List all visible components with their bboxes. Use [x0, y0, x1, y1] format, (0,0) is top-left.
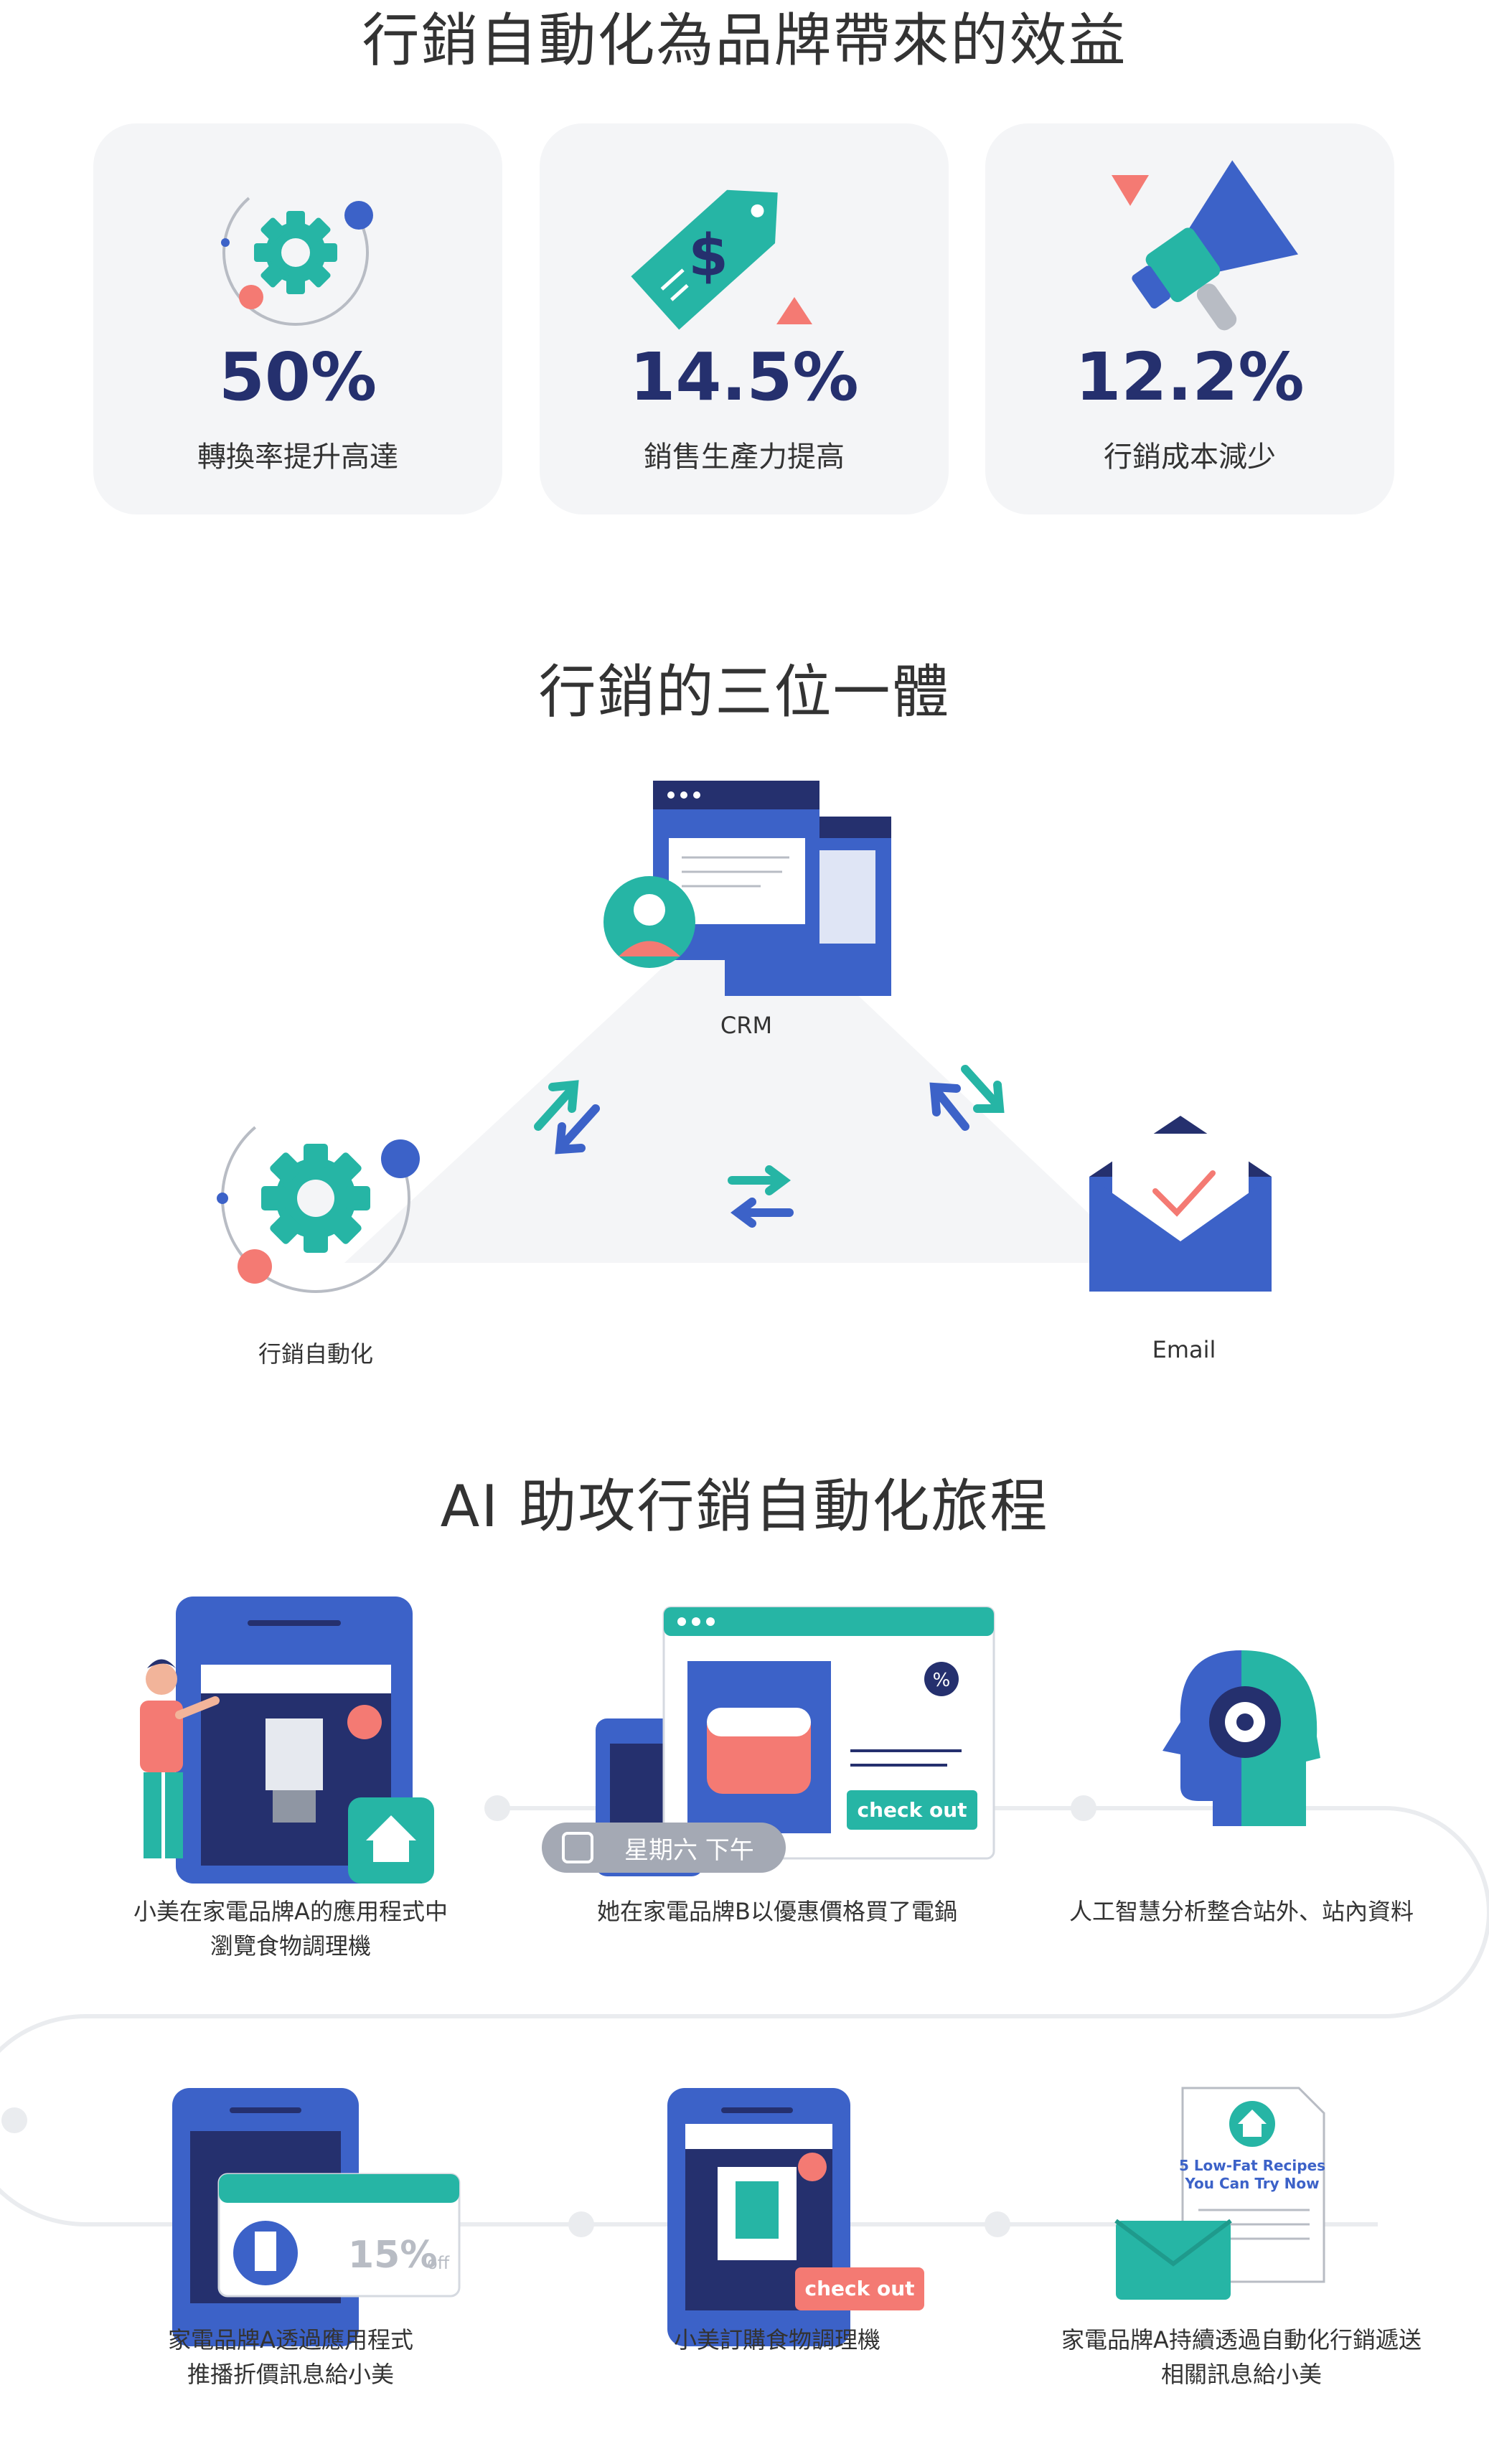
benefit-card-productivity: $ 14.5% 銷售生產力提高	[540, 123, 949, 514]
automation-gear-icon	[217, 1104, 420, 1293]
cost-label: 行銷成本減少	[1104, 441, 1276, 474]
conversion-label: 轉換率提升高達	[197, 441, 398, 474]
journey-title: AI 助攻行銷自動化旅程	[440, 1473, 1049, 1540]
benefit-card-cost: 12.2% 行銷成本減少	[985, 123, 1394, 514]
recipe-line1: 5 Low-Fat Recipes	[1179, 2157, 1325, 2174]
crm-icon	[603, 781, 891, 996]
megaphone-icon	[1112, 160, 1298, 331]
discount-push-illustration: 15% off	[172, 2088, 461, 2346]
crm-label: CRM	[720, 1012, 773, 1039]
productivity-stat: 14.5%	[629, 339, 859, 415]
recipe-line2: You Can Try Now	[1184, 2175, 1319, 2192]
journey-illustration: % check out 星期六 下午 15% off	[0, 1597, 1489, 2346]
cost-stat: 12.2%	[1075, 339, 1305, 415]
triad-diagram	[217, 781, 1272, 1293]
benefit-card-conversion: 50% 轉換率提升高達	[93, 123, 502, 514]
gear-orbit-icon	[221, 179, 373, 326]
calendar-pill-text: 星期六 下午	[624, 1836, 754, 1865]
journey-step-6-label: 家電品牌A持續透過自動化行銷遞送 相關訊息給小美	[1061, 2326, 1422, 2388]
productivity-label: 銷售生產力提高	[644, 441, 845, 474]
swap-arrows-left	[534, 1080, 600, 1155]
checkout-button-shop: check out	[857, 1798, 967, 1822]
recipe-email-illustration: 5 Low-Fat Recipes You Can Try Now	[1114, 2087, 1325, 2300]
price-tag-icon: $	[631, 189, 812, 330]
checkout-button-order: check out	[804, 2277, 914, 2300]
journey-step-5-label: 小美訂購食物調理機	[673, 2326, 880, 2354]
swap-arrows-right	[929, 1065, 1005, 1131]
email-label: Email	[1152, 1336, 1216, 1363]
journey-step-3-label: 人工智慧分析整合站外、站內資料	[1068, 1898, 1414, 1925]
triad-title: 行銷的三位一體	[538, 659, 951, 725]
checkout-phone-illustration: check out	[667, 2088, 924, 2346]
email-envelope-icon	[1089, 1116, 1272, 1292]
journey-step-1-label: 小美在家電品牌A的應用程式中 瀏覽食物調理機	[133, 1898, 448, 1960]
swap-arrows-bottom	[728, 1165, 794, 1228]
rice-cooker-shop-illustration: % check out 星期六 下午	[542, 1606, 995, 1876]
ai-head-illustration	[1162, 1650, 1320, 1826]
discount-suffix: off	[427, 2253, 450, 2273]
svg-text:$: $	[688, 222, 728, 288]
automation-label: 行銷自動化	[258, 1340, 373, 1368]
journey-step-4-label: 家電品牌A透過應用程式 推播折價訊息給小美	[168, 2326, 413, 2388]
journey-step-2-label: 她在家電品牌B以優惠價格買了電鍋	[597, 1898, 957, 1925]
discount-value: 15%	[348, 2234, 437, 2277]
benefits-title: 行銷自動化為品牌帶來的效益	[362, 7, 1127, 74]
app-browsing-illustration	[140, 1597, 434, 1884]
conversion-stat: 50%	[218, 339, 377, 415]
svg-text:%: %	[933, 1670, 951, 1691]
